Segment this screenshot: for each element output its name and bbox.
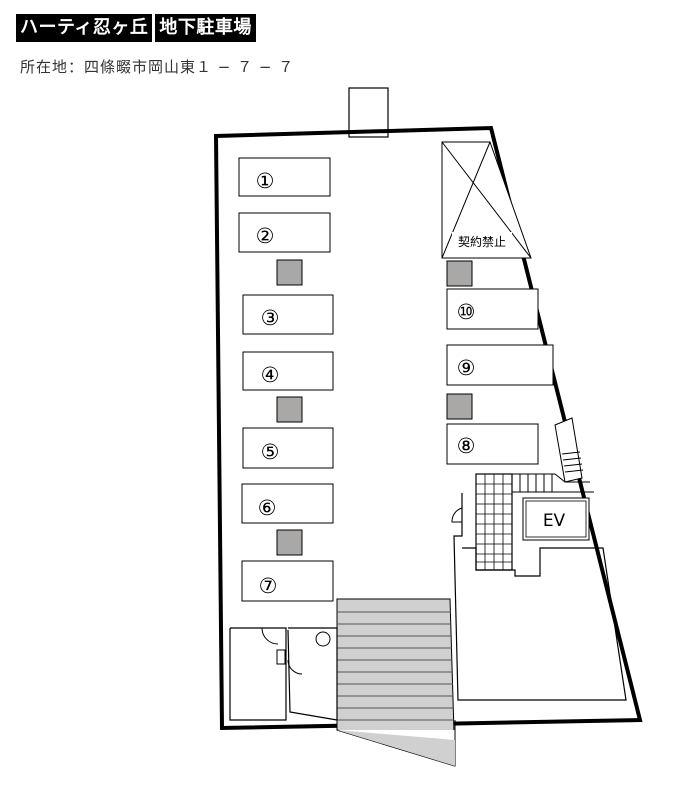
building-name: ハーティ忍ヶ丘 bbox=[16, 14, 153, 42]
top-entrance bbox=[348, 87, 389, 138]
slot-4[interactable] bbox=[242, 351, 334, 391]
title-group: ハーティ忍ヶ丘 地下駐車場 bbox=[16, 14, 256, 42]
side-stairs bbox=[476, 417, 594, 493]
lower-left-rooms bbox=[229, 627, 338, 721]
elevator: EV bbox=[522, 497, 590, 541]
slot-5-label: ⑤ bbox=[261, 440, 280, 464]
slot-6[interactable] bbox=[241, 483, 334, 524]
slot-5[interactable] bbox=[242, 427, 334, 469]
pillar bbox=[446, 260, 473, 287]
no-contract-label: 契約禁止 bbox=[458, 234, 506, 249]
pillars bbox=[276, 259, 473, 556]
slot-8[interactable] bbox=[446, 423, 539, 465]
slot-9[interactable] bbox=[446, 344, 554, 386]
address-text: 所在地：四條畷市岡山東１ − ７ − ７ bbox=[20, 58, 295, 76]
drain-icon bbox=[315, 631, 331, 647]
slot-2[interactable] bbox=[238, 212, 331, 253]
elevator-label: EV bbox=[543, 511, 566, 531]
outer-wall bbox=[213, 125, 643, 731]
slot-3[interactable] bbox=[242, 294, 334, 335]
no-contract-area: 契約禁止 bbox=[441, 141, 532, 259]
slot-10[interactable] bbox=[446, 288, 539, 330]
grid-stairwell bbox=[475, 473, 513, 571]
slot-1-label: ① bbox=[256, 169, 275, 193]
slot-10-label: ⑩ bbox=[457, 300, 476, 324]
slot-6-label: ⑥ bbox=[258, 496, 277, 520]
pillar bbox=[276, 259, 303, 286]
slot-7[interactable] bbox=[241, 560, 334, 602]
slot-1[interactable] bbox=[238, 157, 331, 197]
pillar bbox=[276, 396, 303, 423]
slot-2-label: ② bbox=[256, 224, 275, 248]
parking-title: 地下駐車場 bbox=[155, 14, 256, 42]
left-slots: ① ② ③ ④ ⑤ ⑥ ⑦ bbox=[238, 157, 334, 602]
slot-7-label: ⑦ bbox=[259, 574, 278, 598]
pillar bbox=[446, 393, 473, 420]
slot-9-label: ⑨ bbox=[457, 356, 476, 380]
slot-8-label: ⑧ bbox=[457, 434, 476, 458]
right-slots: ⑩ ⑨ ⑧ bbox=[446, 288, 554, 465]
pillar bbox=[276, 529, 303, 556]
slot-3-label: ③ bbox=[261, 306, 280, 330]
lower-right-room bbox=[451, 493, 627, 701]
entrance-ramp bbox=[336, 598, 456, 767]
slot-4-label: ④ bbox=[261, 363, 280, 387]
